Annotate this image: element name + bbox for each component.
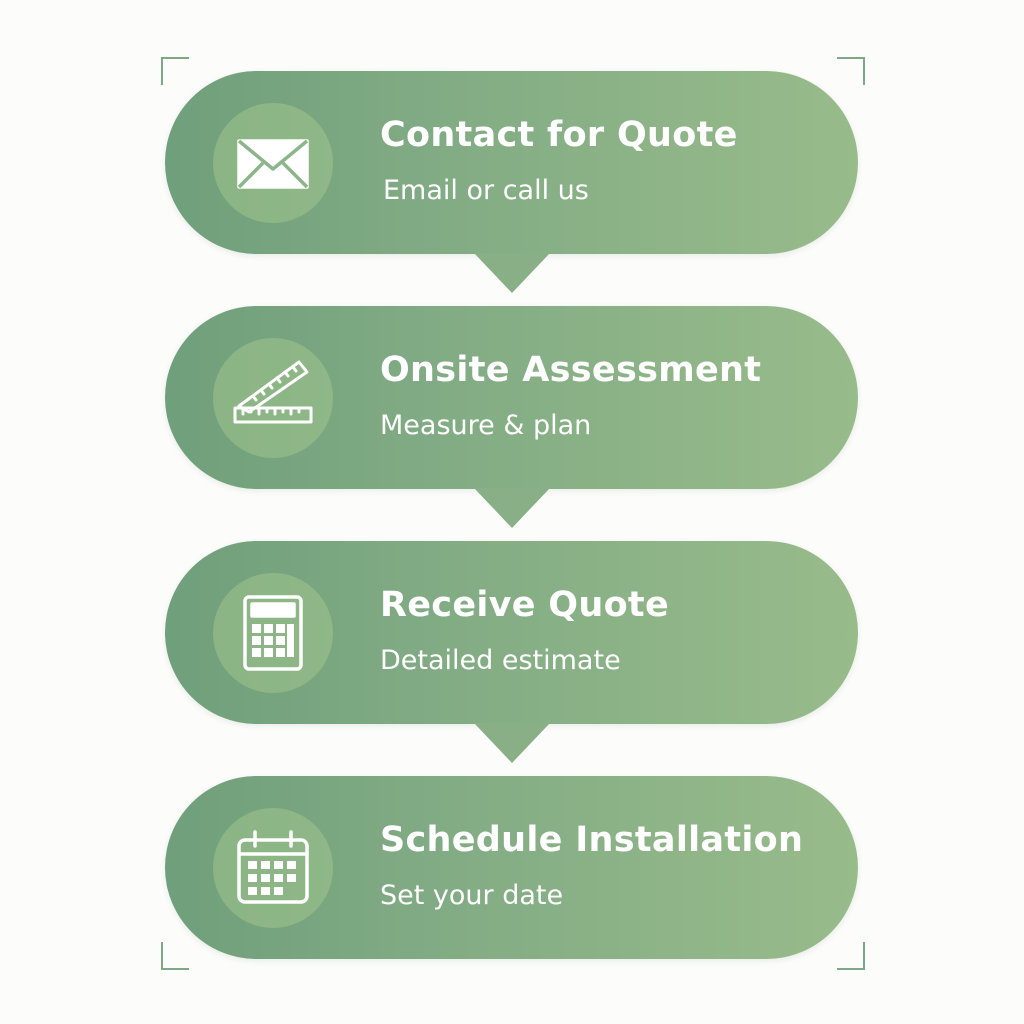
step-title: Receive Quote xyxy=(380,585,669,625)
step-title: Contact for Quote xyxy=(380,115,738,155)
step-receive-quote: Receive Quote Detailed estimate xyxy=(165,541,858,724)
step-onsite-assessment: Onsite Assessment Measure & plan xyxy=(165,306,858,489)
corner-bracket-bottom-right xyxy=(837,942,865,970)
step-subtitle: Measure & plan xyxy=(380,410,592,441)
step-schedule-installation: Schedule Installation Set your date xyxy=(165,776,858,959)
calculator-icon xyxy=(213,573,333,693)
corner-bracket-bottom-left xyxy=(161,942,189,970)
arrow-down-pointer xyxy=(474,723,550,763)
envelope-icon xyxy=(213,103,333,223)
ruler-icon xyxy=(213,338,333,458)
step-subtitle: Detailed estimate xyxy=(380,645,621,676)
corner-bracket-top-right xyxy=(837,57,865,85)
corner-bracket-top-left xyxy=(161,57,189,85)
step-subtitle: Email or call us xyxy=(383,175,589,206)
step-subtitle: Set your date xyxy=(380,880,564,911)
step-contact-for-quote: Contact for Quote Email or call us xyxy=(165,71,858,254)
arrow-down-pointer xyxy=(474,488,550,528)
arrow-down-pointer xyxy=(474,253,550,293)
step-title: Schedule Installation xyxy=(380,820,804,860)
step-title: Onsite Assessment xyxy=(380,350,762,390)
calendar-icon xyxy=(213,808,333,928)
